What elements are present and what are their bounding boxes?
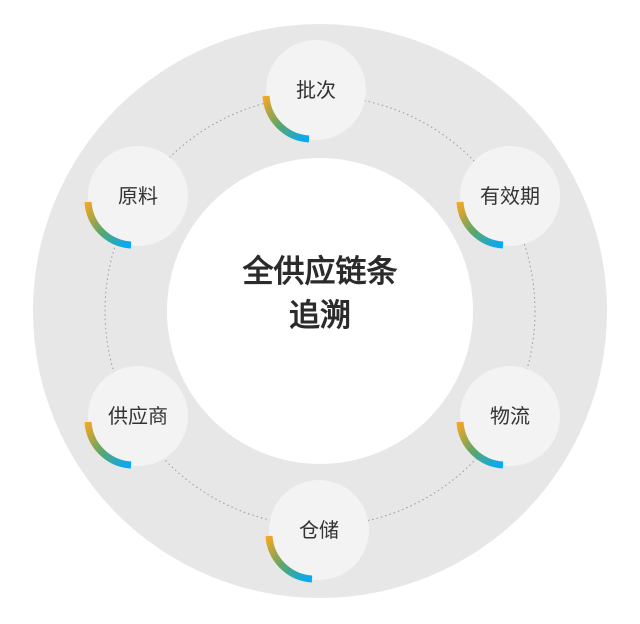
node-circle [88,146,188,246]
node-circle [460,146,560,246]
gradient-arc-accent [262,95,310,143]
node-circle [269,480,369,580]
node-circle [88,366,188,466]
node-circle [460,366,560,466]
node-label-batch: 批次 [296,78,336,102]
node-warehouse [265,480,369,583]
node-label-expiry: 有效期 [480,184,540,208]
gradient-arc-accent [84,421,132,469]
center-title: 全供应链条 追溯 [170,250,470,338]
node-circle [266,40,366,140]
node-expiry [456,146,560,249]
node-logistics [456,366,560,469]
node-supplier [84,366,188,469]
center-title-line1: 全供应链条 [242,254,398,290]
gradient-arc-accent [456,421,504,469]
gradient-arc-accent [265,535,313,583]
gradient-arc-accent [456,201,504,249]
node-label-warehouse: 仓储 [299,518,339,542]
node-raw-material [84,146,188,249]
inner-disc [167,158,473,464]
gradient-arc-accent [84,201,132,249]
node-label-raw-material: 原料 [118,184,158,208]
node-label-supplier: 供应商 [108,404,168,428]
node-batch [262,40,366,143]
node-label-logistics: 物流 [490,404,530,428]
center-title-line2: 追溯 [289,298,351,334]
